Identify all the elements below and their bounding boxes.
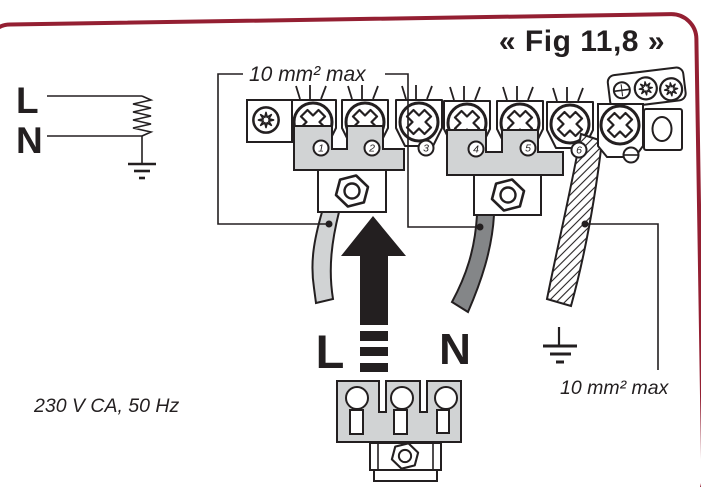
side-plate-hole: [651, 116, 673, 142]
schematic-line-label: L: [16, 80, 39, 121]
phillips-screw-icon: [599, 104, 641, 146]
callout-dot: [476, 223, 484, 231]
terminal-number-1: 1: [318, 143, 324, 155]
terminal-number-4: 4: [473, 144, 479, 156]
earth-symbol-icon: [128, 136, 156, 180]
cable-clamp-neutral: [473, 174, 542, 216]
callout-line-wire: [217, 73, 333, 228]
earth-screw-icon: [612, 81, 631, 100]
wire-gauge-label-top: 10 mm² max: [249, 63, 367, 86]
phillips-screw-icon: [398, 101, 440, 143]
schematic-neutral-label: N: [16, 120, 43, 161]
terminal-earth: [597, 66, 687, 164]
terminal-number-6: 6: [576, 145, 582, 157]
plug-slot: [393, 409, 408, 435]
figure-title: « Fig 11,8 »: [499, 25, 665, 58]
callout-dot: [325, 220, 333, 228]
terminal-numbers: 1 2 3 4 5 6: [312, 139, 588, 159]
neutral-wire: [450, 214, 496, 314]
cable-clamp-line: [317, 169, 387, 213]
plug-slot: [349, 409, 364, 435]
insert-direction-arrow-icon: [341, 216, 406, 372]
plug-clamp-foot: [373, 469, 438, 482]
earth-bracket: [606, 66, 687, 109]
figure-frame-border: [0, 12, 701, 487]
line-wire: [311, 211, 341, 305]
mains-schematic: L N: [16, 80, 156, 180]
earth-wire: [545, 132, 604, 308]
pozidriv-screw-icon: [252, 106, 280, 134]
callout-neutral-wire: [385, 73, 484, 231]
plug-cable-clamp: [369, 442, 442, 482]
mains-neutral-label: N: [439, 325, 471, 374]
plug-hole: [390, 386, 414, 410]
plug-hole: [434, 386, 458, 410]
terminal-number-5: 5: [525, 143, 531, 155]
mains-plug: [336, 380, 462, 482]
earth-symbol-icon: [543, 327, 577, 364]
terminal-number-3: 3: [423, 143, 429, 155]
terminal-number-2: 2: [368, 143, 375, 155]
wire-gauge-label-bottom: 10 mm² max: [560, 377, 670, 399]
coil-symbol-icon: [132, 95, 154, 137]
mains-line-label: L: [316, 325, 345, 378]
callout-dot: [581, 220, 589, 228]
callout-earth-wire: [581, 220, 659, 370]
plug-hole: [345, 386, 369, 410]
power-spec-label: 230 V CA, 50 Hz: [33, 395, 179, 417]
plug-slot: [436, 409, 450, 434]
earth-clamp-screw-icon: [622, 146, 640, 164]
mounting-screw-terminal: [246, 99, 293, 143]
